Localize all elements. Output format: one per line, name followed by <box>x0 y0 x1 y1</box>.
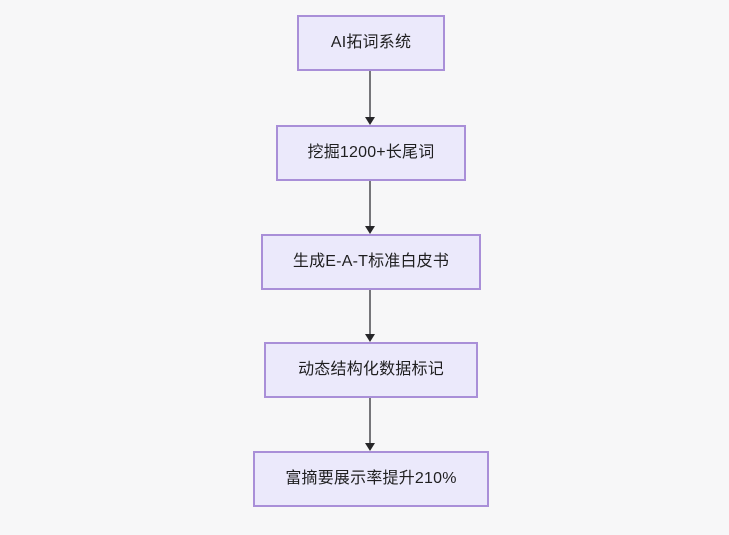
flow-node-generate-eat-whitepaper[interactable]: 生成E-A-T标准白皮书 <box>261 234 481 290</box>
flow-edge-4 <box>365 398 375 451</box>
flow-edge-1 <box>365 71 375 125</box>
flow-node-label: 生成E-A-T标准白皮书 <box>292 253 450 271</box>
edge-line <box>369 290 371 334</box>
edge-line <box>369 71 371 117</box>
flow-node-dynamic-structured-data-markup[interactable]: 动态结构化数据标记 <box>264 342 478 398</box>
flow-node-label: 动态结构化数据标记 <box>298 361 444 379</box>
flow-edge-3 <box>365 290 375 342</box>
arrowhead-icon <box>365 443 375 451</box>
flow-node-label: AI拓词系统 <box>330 34 412 52</box>
flow-node-mine-longtail-keywords[interactable]: 挖掘1200+长尾词 <box>276 125 466 181</box>
arrowhead-icon <box>365 117 375 125</box>
arrowhead-icon <box>365 226 375 234</box>
flow-node-ai-keyword-system[interactable]: AI拓词系统 <box>297 15 445 71</box>
flow-edge-2 <box>365 181 375 234</box>
flow-node-rich-snippet-impression-lift[interactable]: 富摘要展示率提升210% <box>253 451 489 507</box>
arrowhead-icon <box>365 334 375 342</box>
flow-node-label: 挖掘1200+长尾词 <box>307 144 435 162</box>
edge-line <box>369 181 371 226</box>
flow-node-label: 富摘要展示率提升210% <box>285 470 457 488</box>
edge-line <box>369 398 371 443</box>
